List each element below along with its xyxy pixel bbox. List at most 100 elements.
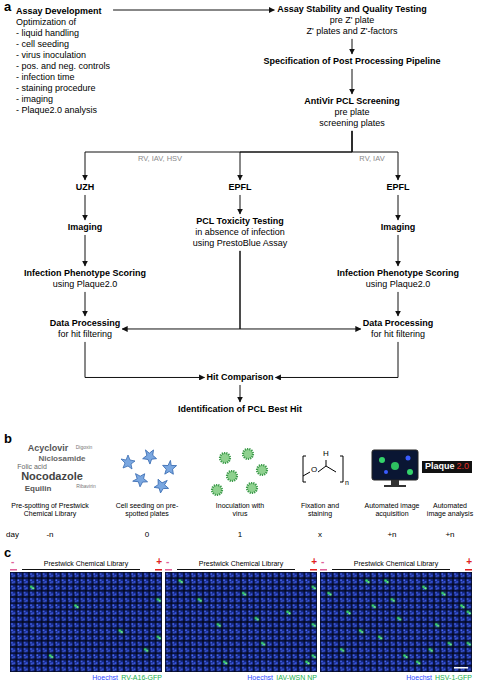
infected-well — [383, 578, 389, 584]
flow-arrow — [122, 251, 240, 329]
flow-arrow — [398, 195, 399, 220]
node-heading: Plaque — [425, 461, 455, 471]
subscript-label: n — [345, 479, 349, 487]
drug-name: Acyclovir — [28, 443, 69, 453]
flow-arrow — [85, 195, 86, 220]
infected-well — [156, 635, 162, 641]
node-heading: Hit Comparison — [206, 372, 273, 383]
infected-well — [447, 641, 453, 647]
neg-bar — [320, 569, 327, 571]
node-text: - virus inoculation — [16, 50, 110, 61]
drug-name: Folic acid — [17, 463, 47, 471]
node-heading: Data Processing — [363, 318, 434, 329]
node-text: Z' plates and Z'-factors — [277, 26, 426, 37]
site-label: EPFL — [228, 182, 251, 193]
step-text-block: Imaging — [381, 222, 416, 233]
step-text-block: AntiVir PCL Screeningpre platescreening … — [304, 96, 400, 129]
bond — [303, 472, 310, 476]
step-text-block: Assay DevelopmentOptimization of- liquid… — [16, 6, 110, 116]
bond — [326, 460, 327, 466]
day-value: +n — [387, 530, 396, 539]
infected-well — [459, 603, 465, 609]
step-text-block: Infection Phenotype Scoringusing Plaque2… — [337, 268, 459, 290]
node-text: for hit filtering — [363, 329, 434, 340]
step-caption: Inoculation with virus — [208, 502, 272, 518]
infected-well — [304, 660, 310, 666]
node-heading: EPFL — [228, 182, 251, 193]
node-text: in absence of infection using PrestoBlue… — [184, 227, 296, 249]
step-text-block: Imaging — [68, 222, 103, 233]
drug-name: Niclosamide — [38, 454, 85, 463]
virus-symbol — [243, 449, 253, 459]
plate-wells — [165, 572, 317, 672]
node-heading: Specification of Post Processing Pipelin… — [263, 56, 440, 67]
drug-name: Digoxin — [76, 445, 93, 451]
flow-arrow — [85, 342, 204, 378]
stain-label: Hoechst — [247, 674, 273, 682]
node-text: - Plaque2.0 analysis — [16, 105, 110, 116]
infected-well — [222, 660, 228, 666]
neg-bar — [10, 569, 17, 571]
site-label: UZH — [76, 182, 95, 193]
infected-well — [216, 622, 222, 628]
node-heading: UZH — [76, 182, 95, 193]
infected-well — [178, 578, 184, 584]
infected-well — [29, 585, 35, 591]
node-heading: Infection Phenotype Scoring — [337, 268, 459, 279]
infected-well — [421, 585, 427, 591]
library-bar — [332, 569, 450, 570]
pos-bar — [465, 569, 472, 571]
control-sign: - — [166, 556, 169, 568]
node-text: pre plate — [304, 107, 400, 118]
scale-bar — [454, 667, 468, 669]
day-value: x — [318, 530, 322, 539]
virus-stain-label: HSV-1-GFP — [435, 674, 472, 682]
infected-well — [440, 591, 446, 597]
node-text: - staining procedure — [16, 83, 110, 94]
cell-symbol — [153, 477, 171, 495]
panel-letter: b — [4, 432, 12, 447]
edge-label: RV, IAV — [359, 155, 384, 163]
monitor-stand — [391, 480, 399, 485]
flow-arrow — [240, 195, 241, 214]
monitor-icon — [372, 450, 418, 487]
node-heading: EPFL — [386, 182, 409, 193]
node-text: Optimization of — [16, 17, 110, 28]
bond — [318, 466, 336, 472]
infected-well — [358, 628, 364, 634]
infected-well — [371, 603, 377, 609]
node-text: - liquid handling — [16, 28, 110, 39]
step-text-block: Hit Comparison — [206, 372, 273, 383]
node-heading: Assay Development — [16, 6, 110, 17]
day-value: -n — [46, 530, 53, 539]
step-text-block: PCL Toxicity Testingin absence of infect… — [184, 216, 296, 249]
node-heading: PCL Toxicity Testing — [184, 216, 296, 227]
day-value: 0 — [145, 530, 149, 539]
infected-well — [260, 641, 266, 647]
software-logo: Plaque2.0 — [422, 461, 472, 473]
flow-arrow — [240, 385, 241, 402]
infected-well — [311, 622, 317, 628]
control-sign: + — [156, 556, 162, 568]
site-label: EPFL — [386, 182, 409, 193]
plate-image — [165, 572, 317, 672]
bracket — [340, 456, 343, 482]
step-caption: Automated image analysis — [423, 502, 477, 518]
node-text: - cell seeding — [16, 39, 110, 50]
plate-header-bars — [10, 569, 472, 571]
infected-well — [285, 610, 291, 616]
plate-header: Prestwick Chemical Library — [44, 560, 128, 568]
infected-well — [73, 603, 79, 609]
infected-well — [326, 591, 332, 597]
timeline-label: day — [6, 530, 19, 539]
stain-label: Hoechst — [92, 674, 118, 682]
drug-name: Ribavirin — [76, 484, 95, 490]
plate-image — [320, 572, 472, 672]
infected-well — [143, 647, 149, 653]
monitor-base — [384, 485, 406, 487]
plate-wells — [320, 572, 472, 672]
flow-arrow — [352, 39, 353, 54]
control-sign: - — [321, 556, 324, 568]
virus-icons — [212, 449, 267, 495]
